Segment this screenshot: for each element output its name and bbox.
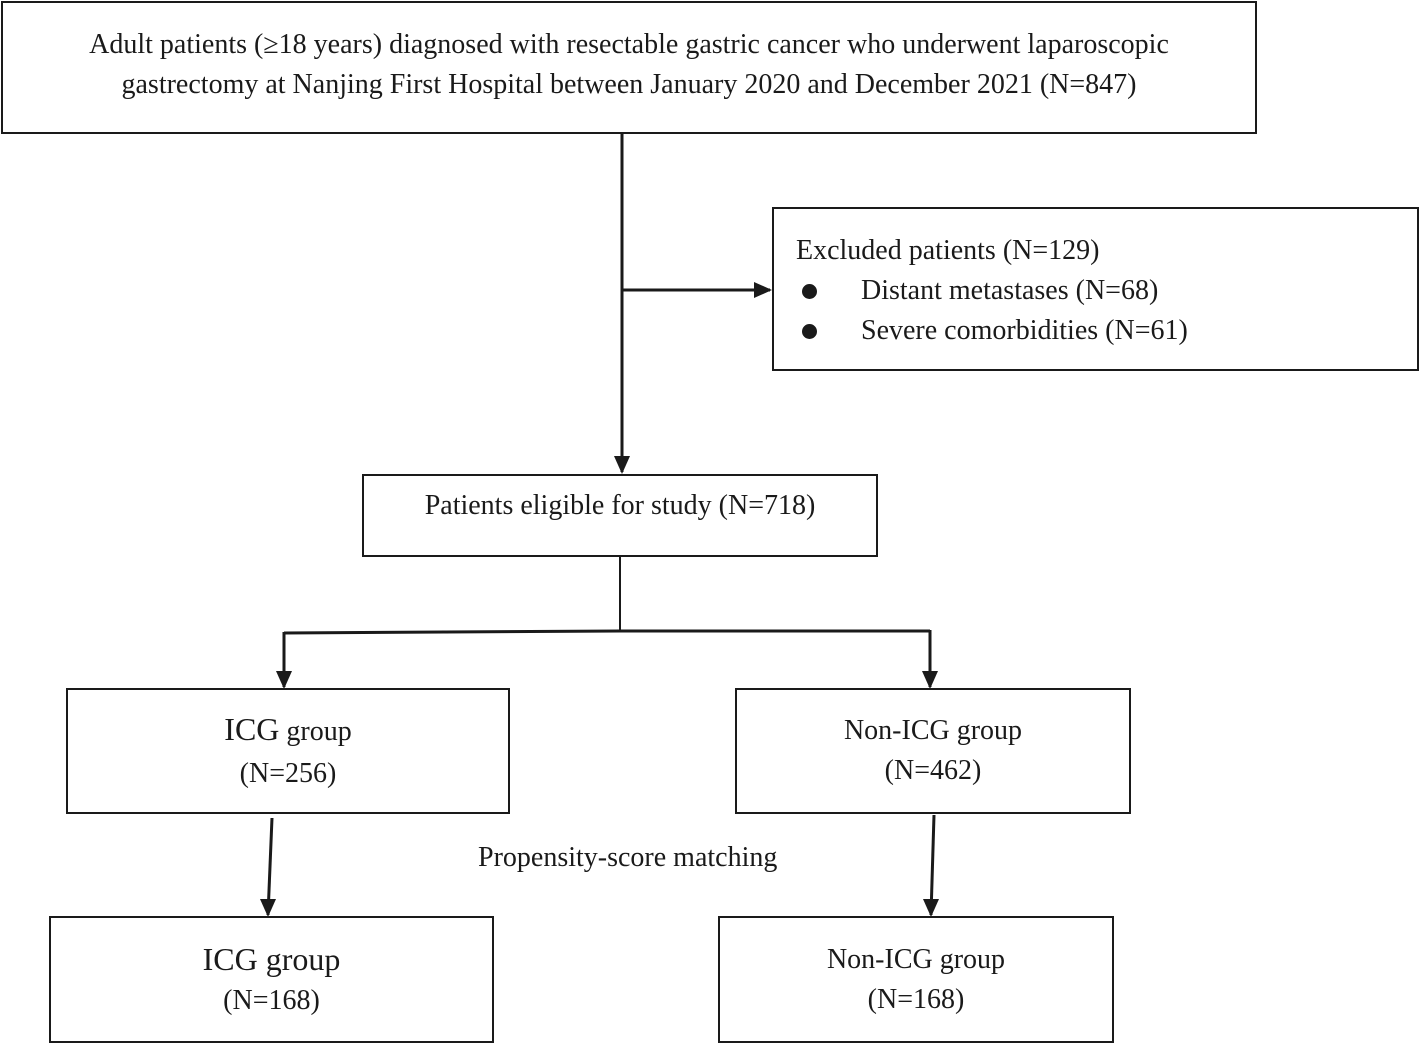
non-icg-matched-name: Non-ICG group [826, 943, 1006, 975]
icg-group-box: ICG group (N=256) [66, 688, 510, 814]
non-icg-group-box: Non-ICG group (N=462) [735, 688, 1131, 814]
non-icg-group-name: Non-ICG group [843, 715, 1023, 746]
icg-group-name-suffix: group [279, 715, 352, 747]
icg-group-count: (N=256) [239, 757, 337, 789]
excluded-title: Excluded patients (N=129) [796, 235, 1100, 266]
arrow-icg-matched [260, 817, 276, 917]
icg-matched-count: (N=168) [223, 984, 320, 1016]
non-icg-group-count: (N=462) [884, 755, 982, 786]
population-line-2: gastrectomy at Nanjing First Hospital be… [121, 69, 1137, 100]
icg-group-name: ICG group [224, 708, 351, 753]
icg-group-name-main: ICG [224, 710, 280, 747]
propensity-score-matching-label: Propensity-score matching [478, 842, 778, 873]
excluded-box: Excluded patients (N=129) Distant metast… [772, 207, 1419, 371]
eligible-box: Patients eligible for study (N=718) [362, 474, 878, 557]
icg-matched-name: ICG group [202, 940, 341, 977]
line-split-horizontal [283, 629, 930, 635]
bullet-icon [802, 283, 817, 299]
non-icg-matched-count: (N=168) [867, 983, 965, 1015]
excluded-item: Distant metastases (N=68) [796, 271, 1417, 311]
excluded-item-label: Severe comorbidities (N=61) [861, 315, 1188, 346]
excluded-item-label: Distant metastases (N=68) [861, 275, 1159, 306]
non-icg-matched-box: Non-ICG group (N=168) [718, 916, 1114, 1043]
icg-matched-box: ICG group (N=168) [49, 916, 494, 1043]
arrow-non-icg-matched [923, 814, 939, 917]
eligible-label: Patients eligible for study (N=718) [424, 490, 816, 521]
excluded-item: Severe comorbidities (N=61) [796, 311, 1417, 351]
population-box: Adult patients (≥18 years) diagnosed wit… [1, 1, 1257, 134]
population-line-1: Adult patients (≥18 years) diagnosed wit… [89, 29, 1169, 60]
bullet-icon [802, 323, 817, 339]
